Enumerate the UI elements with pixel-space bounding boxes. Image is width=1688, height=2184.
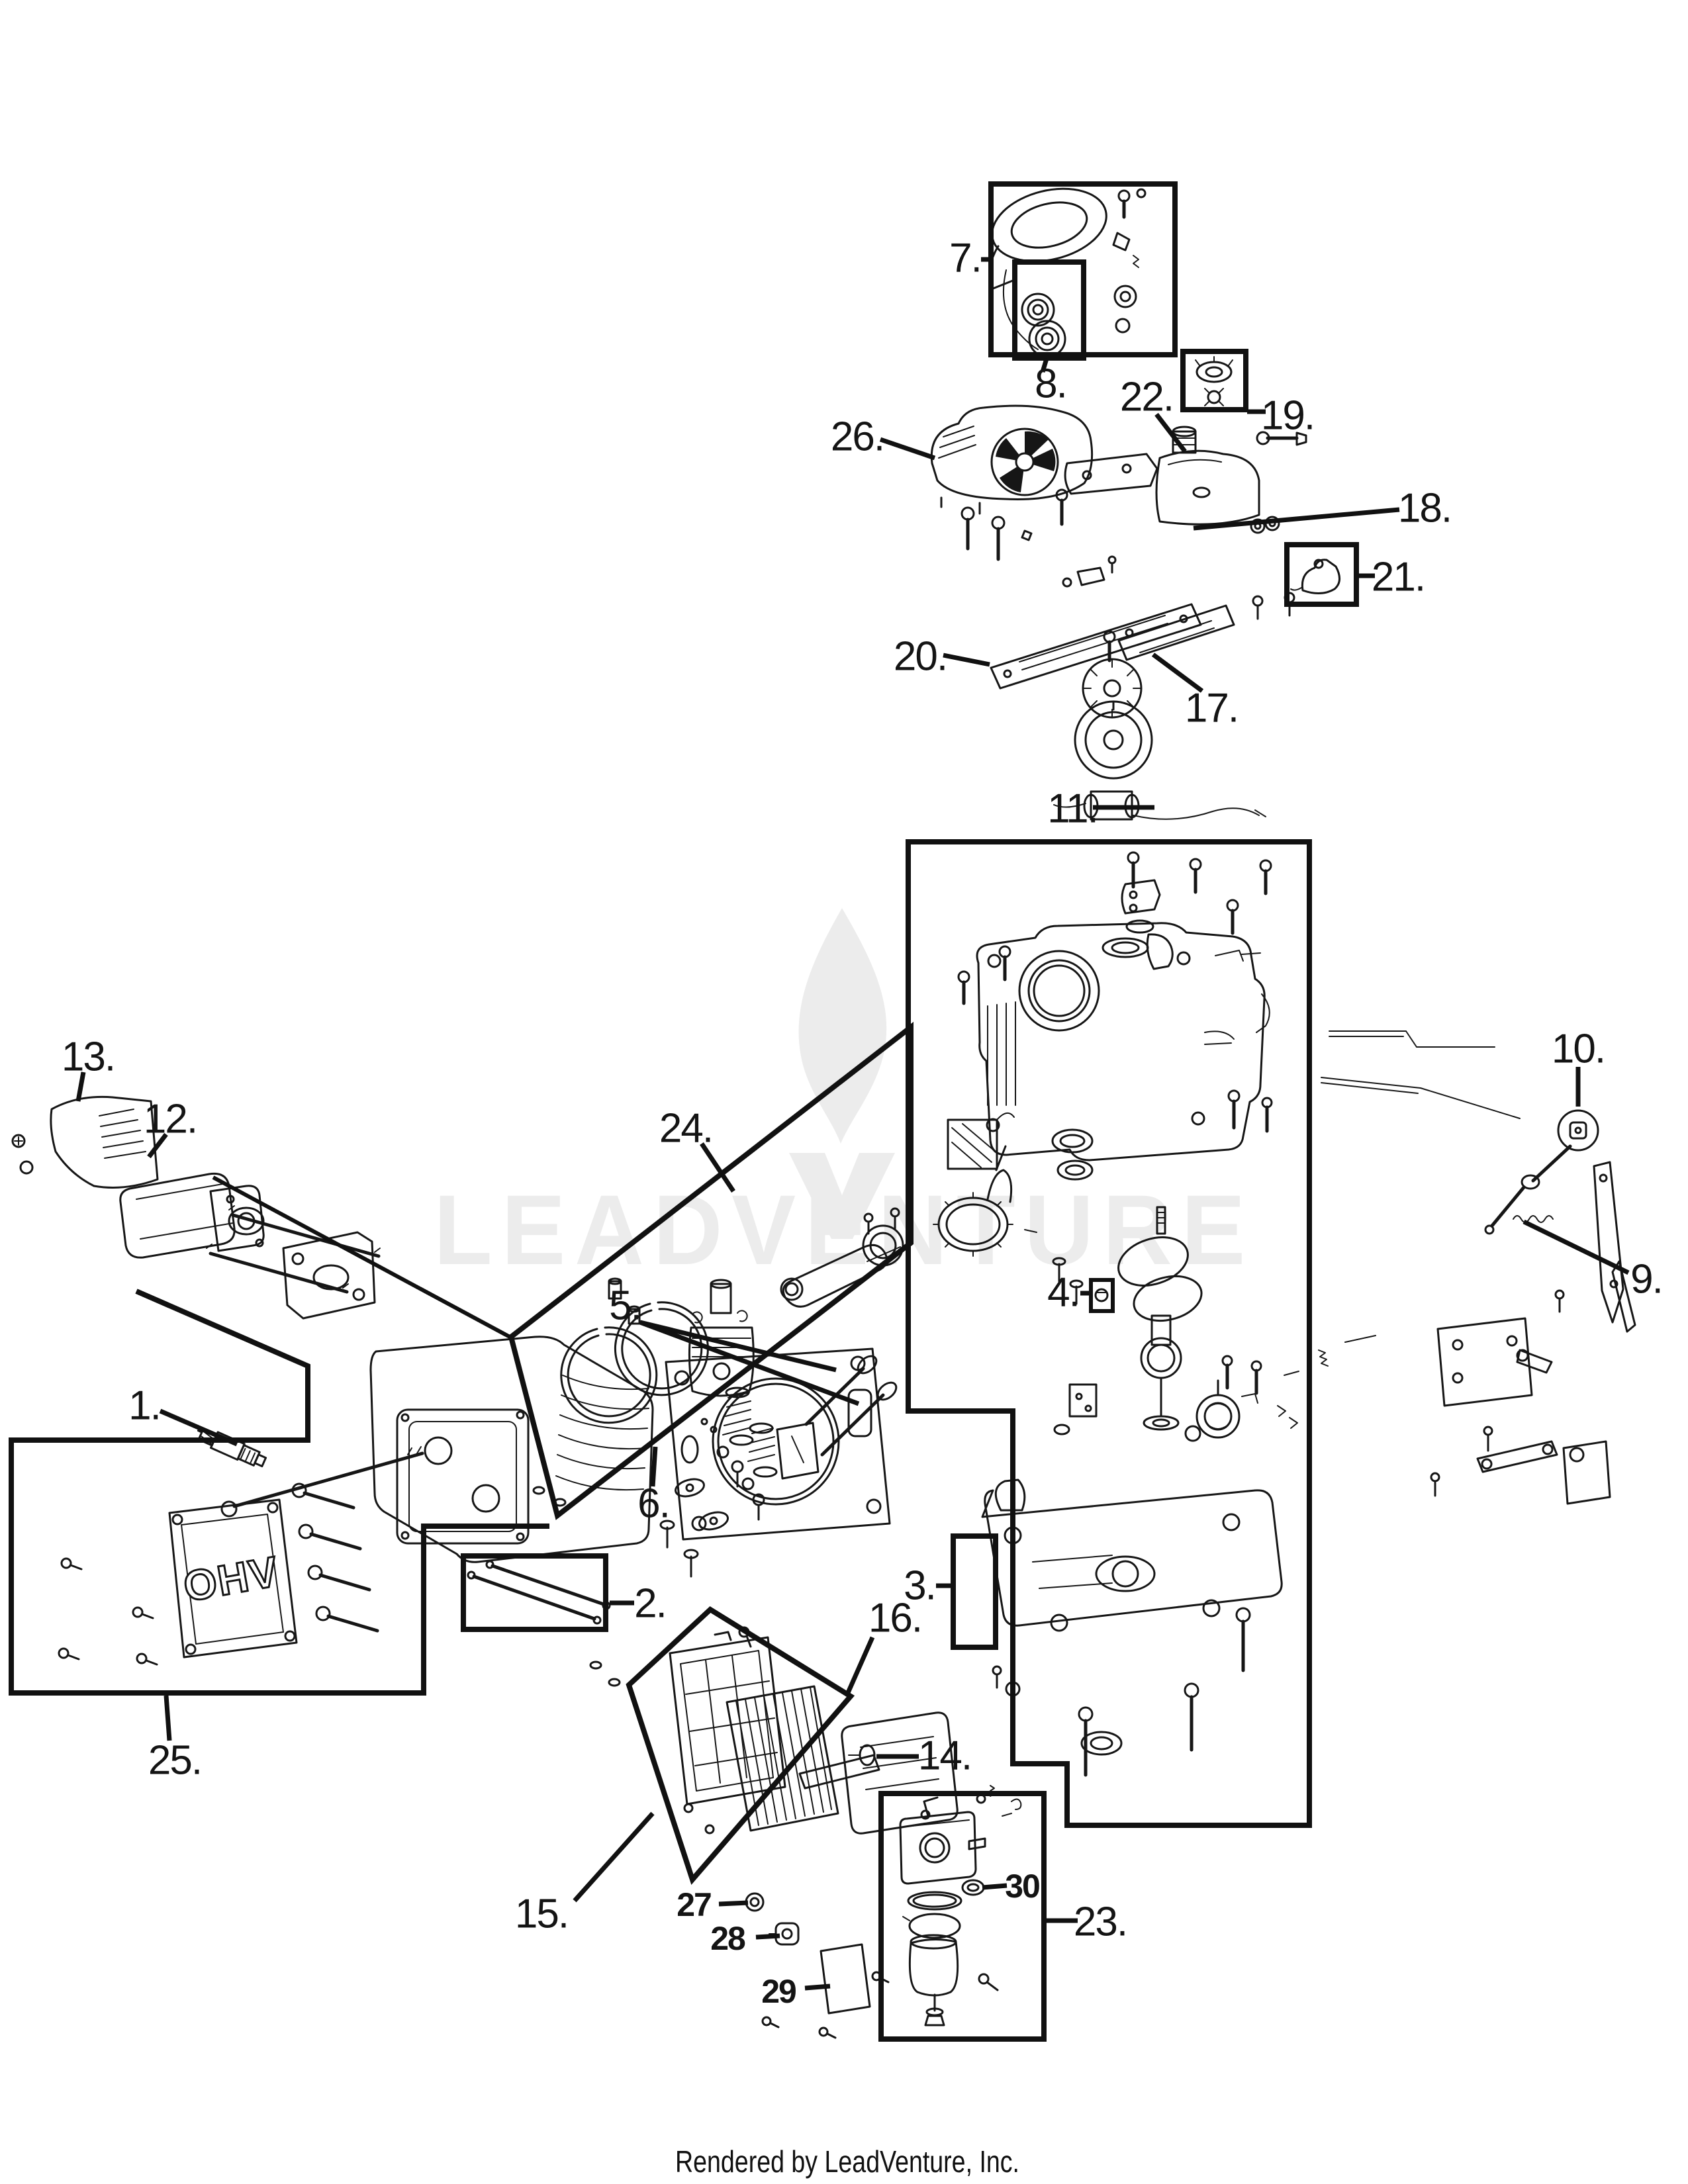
callout-label-30: 30: [1005, 1868, 1039, 1905]
leader-line-17: [1151, 653, 1204, 693]
recoil-spring-drawing: [1021, 293, 1066, 358]
callout-label-10: 10.: [1552, 1026, 1605, 1072]
callout-box-21: [1284, 542, 1359, 607]
callout-boxes: [9, 181, 1359, 2042]
leader-line-5a: [639, 1320, 837, 1373]
leader-line-6: [650, 1446, 658, 1487]
leader-line-9: [1523, 1219, 1630, 1275]
primer-parts-drawing: [745, 1892, 890, 2039]
callout-label-11: 11.: [1047, 786, 1098, 832]
control-panel-drawing: [990, 555, 1235, 690]
callout-box-23: [878, 1791, 1047, 2042]
piston-assembly-drawing: [532, 1207, 904, 1507]
leader-line-12: [147, 1132, 168, 1159]
callout-label-26: 26.: [831, 414, 884, 460]
leader-line-muffler-link: [212, 1175, 512, 1340]
callout-label-9: 9.: [1630, 1257, 1662, 1302]
leader-line-16: [845, 1636, 875, 1696]
watermark-v-mark: [789, 1153, 895, 1239]
callout-box-16: [626, 1606, 855, 1885]
muffler-drawing: [119, 1172, 376, 1320]
callout-label-15: 15.: [515, 1891, 568, 1937]
callout-box-engine-main: [906, 839, 1312, 1828]
callout-label-17: 17.: [1185, 686, 1238, 731]
callout-label-8: 8.: [1035, 361, 1066, 407]
callout-label-28: 28: [710, 1920, 745, 1957]
watermark-flame-icon: [798, 908, 887, 1144]
callout-label-5: 5.: [609, 1283, 641, 1329]
valve-cover-ohv-text: OHV: [180, 1547, 283, 1611]
governor-gear-drawing: [1053, 1335, 1376, 1442]
leader-line-5b: [639, 1320, 860, 1406]
governor-linkage-drawing: [1321, 1030, 1636, 1505]
callout-label-27: 27: [677, 1886, 711, 1923]
callout-label-18: 18.: [1398, 486, 1451, 531]
housing-screws-drawing: [961, 488, 1068, 561]
callout-label-12: 12.: [144, 1097, 197, 1142]
callout-box-25: [9, 1289, 549, 1696]
callout-label-6: 6.: [637, 1481, 669, 1527]
leader-line-30: [982, 1883, 1008, 1890]
camshaft-drawing: [933, 1145, 1037, 1257]
callout-label-4: 4.: [1047, 1270, 1079, 1316]
callout-label-13: 13.: [62, 1034, 115, 1080]
engine-block-drawing: [947, 851, 1273, 1181]
leader-line-27: [718, 1900, 749, 1907]
callout-label-29: 29: [761, 1973, 796, 2010]
callout-labels: 7. 8. 19. 22. 26. 18. 21. 17. 20. 11. 24. 13. 12. 10.…: [62, 236, 1664, 2011]
callout-box-19: [1180, 349, 1248, 412]
callout-label-22: 22.: [1120, 375, 1173, 420]
plug-boot-drawing: [1252, 559, 1340, 620]
callout-leaders: [75, 257, 1630, 1991]
callout-label-14: 14.: [918, 1733, 971, 1779]
valve-train-drawing: [659, 1355, 898, 1578]
air-cleaner-drawing: [589, 1626, 959, 1835]
leader-line-28: [755, 1933, 780, 1940]
leader-line-25: [164, 1695, 172, 1741]
leader-line-18: [1193, 507, 1400, 531]
carburetor-drawing: [899, 1785, 1022, 2026]
part-sketches: [11, 187, 1636, 2039]
watermark-text: LEADVENTURE: [434, 1174, 1254, 1285]
callout-label-24: 24.: [659, 1106, 712, 1152]
callout-label-2: 2.: [634, 1581, 666, 1627]
oil-pan-drawing: [981, 1479, 1283, 1777]
callout-label-7: 7.: [949, 236, 981, 281]
crankshaft-drawing: [1052, 1206, 1203, 1431]
callout-label-20: 20.: [894, 634, 947, 680]
leadventure-watermark: LEADVENTURE: [434, 908, 1254, 1285]
callout-box-2: [461, 1553, 608, 1632]
fuel-tank-drawing: [1064, 426, 1307, 534]
leader-line-24: [700, 1142, 735, 1193]
callout-label-25: 25.: [148, 1738, 201, 1784]
leader-line-20: [943, 653, 990, 667]
leader-line-29: [804, 1983, 831, 1991]
callout-box-7: [988, 181, 1178, 357]
fuel-cap-drawing: [1195, 356, 1233, 406]
leader-line-22: [1154, 412, 1187, 453]
callout-label-21: 21.: [1372, 555, 1425, 600]
footer-credit-text: Rendered by LeadVenture, Inc.: [675, 2144, 1019, 2179]
leader-line-15: [573, 1811, 655, 1903]
callout-label-1: 1.: [128, 1383, 160, 1429]
callout-box-4: [1089, 1278, 1115, 1313]
spark-plug-drawing: [197, 1205, 381, 1468]
callout-label-19: 19.: [1261, 393, 1314, 439]
callout-label-23: 23.: [1074, 1899, 1127, 1945]
valve-cover-drawing: [58, 1446, 424, 1666]
heat-shield-drawing: [11, 1095, 159, 1189]
push-rods-drawing: [467, 1560, 611, 1625]
leader-line-26: [879, 437, 936, 461]
callout-box-8: [1012, 259, 1086, 361]
callout-label-16: 16.: [868, 1596, 921, 1641]
leader-line-13: [75, 1071, 86, 1102]
leader-line-8: [1040, 357, 1049, 373]
callout-box-3: [951, 1533, 998, 1650]
blower-housing-drawing: [930, 404, 1094, 515]
callout-label-3: 3.: [904, 1563, 935, 1609]
leader-line-1: [159, 1408, 238, 1447]
